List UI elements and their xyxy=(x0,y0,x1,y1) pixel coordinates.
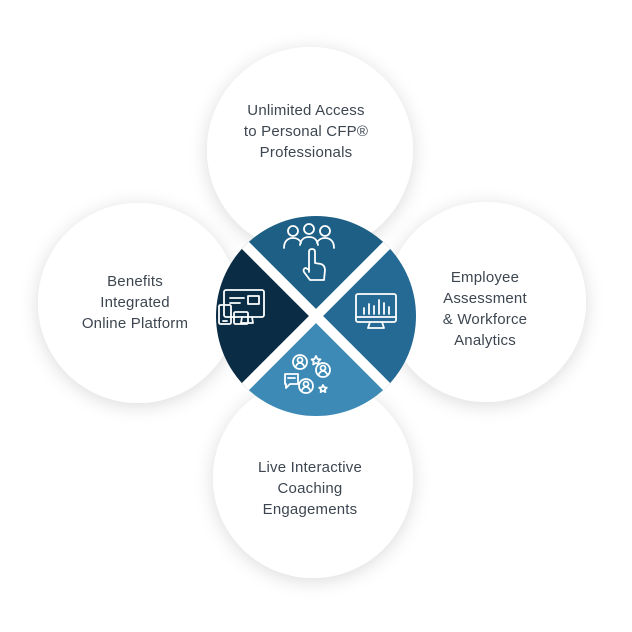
segment-label-left: Benefits Integrated Online Platform xyxy=(60,271,210,334)
segment-label-line: Online Platform xyxy=(81,315,189,332)
segment-label-line: Unlimited Access xyxy=(247,102,365,119)
segment-label-line: Live Interactive xyxy=(257,459,363,476)
segment-label-line: Analytics xyxy=(454,332,516,349)
analytics-monitor-icon xyxy=(355,293,397,329)
petal-circle-top xyxy=(207,47,413,253)
segment-label-right: Employee Assessment & Workforce Analytic… xyxy=(410,267,560,351)
segment-label-line: Assessment xyxy=(443,290,527,307)
coaching-chat-users-icon xyxy=(284,354,331,394)
petal-circles xyxy=(38,47,586,578)
petal-circle-left xyxy=(38,203,238,403)
segment-label-line: Benefits xyxy=(107,273,163,290)
center-segment-bottom[interactable] xyxy=(166,316,466,466)
people-pointer-icon xyxy=(283,223,335,281)
segment-label-line: Professionals xyxy=(259,144,353,161)
petal-circle-bottom xyxy=(213,378,413,578)
segment-label-line: & Workforce xyxy=(442,311,528,328)
segment-label-top: Unlimited Access to Personal CFP® Profes… xyxy=(206,100,406,163)
center-segment-right[interactable] xyxy=(316,166,466,466)
center-segment-left[interactable] xyxy=(166,166,316,466)
segment-label-line: Coaching xyxy=(277,480,343,497)
segment-label-bottom: Live Interactive Coaching Engagements xyxy=(210,457,410,520)
segment-label-line: Employee xyxy=(450,269,520,286)
segment-label-line: to Personal CFP® xyxy=(243,123,369,140)
segment-label-line: Integrated xyxy=(100,294,170,311)
online-platform-devices-icon xyxy=(218,289,265,325)
segment-label-line: Engagements xyxy=(262,501,358,518)
petal-circle-right xyxy=(386,202,586,402)
